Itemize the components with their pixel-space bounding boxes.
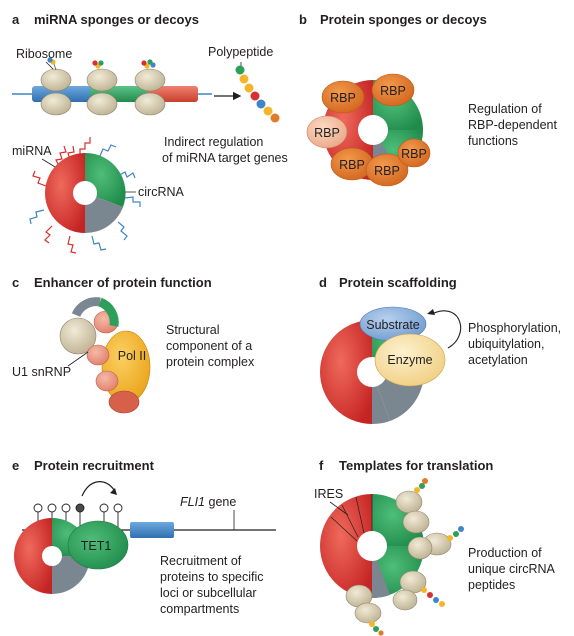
panel-d-desc-line3: acetylation xyxy=(468,353,528,367)
enzyme-label: Enzyme xyxy=(387,353,432,367)
panel-d-desc-line2: ubiquitylation, xyxy=(468,337,544,351)
panel-c-desc-line2: component of a xyxy=(166,339,252,353)
panel-c-desc-line3: protein complex xyxy=(166,355,255,369)
rbp-label-3: RBP xyxy=(314,126,340,140)
panel-c-desc-line1: Structural xyxy=(166,323,220,337)
panel-f-desc-line1: Production of xyxy=(468,546,542,560)
panel-e: e Protein recruitment FLI1 gene TET1 xyxy=(12,458,276,616)
ribosome-1 xyxy=(40,57,72,116)
circrna-arc-c xyxy=(71,297,119,327)
panel-b-desc-line1: Regulation of xyxy=(468,102,542,116)
rbp-proteins: RBP RBP RBP RBP RBP RBP xyxy=(306,73,431,187)
fli1-gene-box xyxy=(130,522,174,538)
substrate-enzyme: Substrate Enzyme xyxy=(359,306,446,387)
panel-b-letter: b xyxy=(299,12,307,27)
panel-b: b Protein sponges or decoys RBP RBP RBP … xyxy=(299,12,557,187)
u1-snrnp-label: U1 snRNP xyxy=(12,365,71,379)
panel-f-desc-line2: unique circRNA xyxy=(468,562,556,576)
ires-label: IRES xyxy=(314,487,343,501)
panel-e-desc-line3: loci or subcellular xyxy=(160,586,257,600)
rbp-label-1: RBP xyxy=(330,91,356,105)
panel-f-letter: f xyxy=(319,458,324,473)
ribosome-label: Ribosome xyxy=(16,47,72,61)
panel-e-desc-line2: proteins to specific xyxy=(160,570,264,584)
panel-b-desc-line2: RBP-dependent xyxy=(468,118,557,132)
rbp-label-6: RBP xyxy=(401,147,427,161)
panel-c: c Enhancer of protein function Pol II U1… xyxy=(12,275,255,414)
panel-a: a miRNA sponges or decoys Ribosome Polyp… xyxy=(12,12,288,254)
nascent-peptides xyxy=(369,478,464,636)
polypeptide-label: Polypeptide xyxy=(208,45,273,59)
panel-e-desc-line4: compartments xyxy=(160,602,239,616)
panel-f-title: Templates for translation xyxy=(339,458,493,473)
panel-d-letter: d xyxy=(319,275,327,290)
modification-arrow xyxy=(433,310,462,349)
panel-d-title: Protein scaffolding xyxy=(339,275,457,290)
panel-e-letter: e xyxy=(12,458,19,473)
circrna-ring-a xyxy=(45,152,126,234)
ribosome-2 xyxy=(86,60,118,116)
rbp-label-2: RBP xyxy=(380,84,406,98)
mirna-hairpins xyxy=(29,137,141,254)
panel-a-desc-line2: of miRNA target genes xyxy=(162,151,288,165)
ribosome-3 xyxy=(134,59,166,116)
panel-f-desc-line3: peptides xyxy=(468,578,515,592)
methylation-sites xyxy=(33,503,123,530)
mirna-label: miRNA xyxy=(12,144,52,158)
panel-b-title: Protein sponges or decoys xyxy=(320,12,487,27)
panel-a-desc-line1: Indirect regulation xyxy=(164,135,263,149)
polypeptide-chain xyxy=(235,62,280,123)
pol-ii-label: Pol II xyxy=(118,349,147,363)
circrna-label: circRNA xyxy=(138,185,184,199)
rbp-label-4: RBP xyxy=(339,158,365,172)
panel-b-desc-line3: functions xyxy=(468,134,518,148)
circrna-ring-f xyxy=(320,494,424,599)
rbp-label-5: RBP xyxy=(374,164,400,178)
substrate-label: Substrate xyxy=(366,318,420,332)
demethylation-arrow xyxy=(81,481,115,497)
panel-c-title: Enhancer of protein function xyxy=(34,275,212,290)
fli1-gene-label: FLI1 gene xyxy=(180,495,236,509)
panel-f: f Templates for translation IRES xyxy=(314,458,556,636)
panel-d: d Protein scaffolding Substrate Enzyme P… xyxy=(319,275,561,425)
panel-c-letter: c xyxy=(12,275,19,290)
panel-d-desc-line1: Phosphorylation, xyxy=(468,321,561,335)
panel-a-title: miRNA sponges or decoys xyxy=(34,12,199,27)
tet1-protein: TET1 xyxy=(67,520,129,570)
panel-e-desc-line1: Recruitment of xyxy=(160,554,242,568)
ribosomes-f xyxy=(345,490,452,624)
panel-a-letter: a xyxy=(12,12,20,27)
panel-e-title: Protein recruitment xyxy=(34,458,155,473)
tet1-label: TET1 xyxy=(81,539,112,553)
